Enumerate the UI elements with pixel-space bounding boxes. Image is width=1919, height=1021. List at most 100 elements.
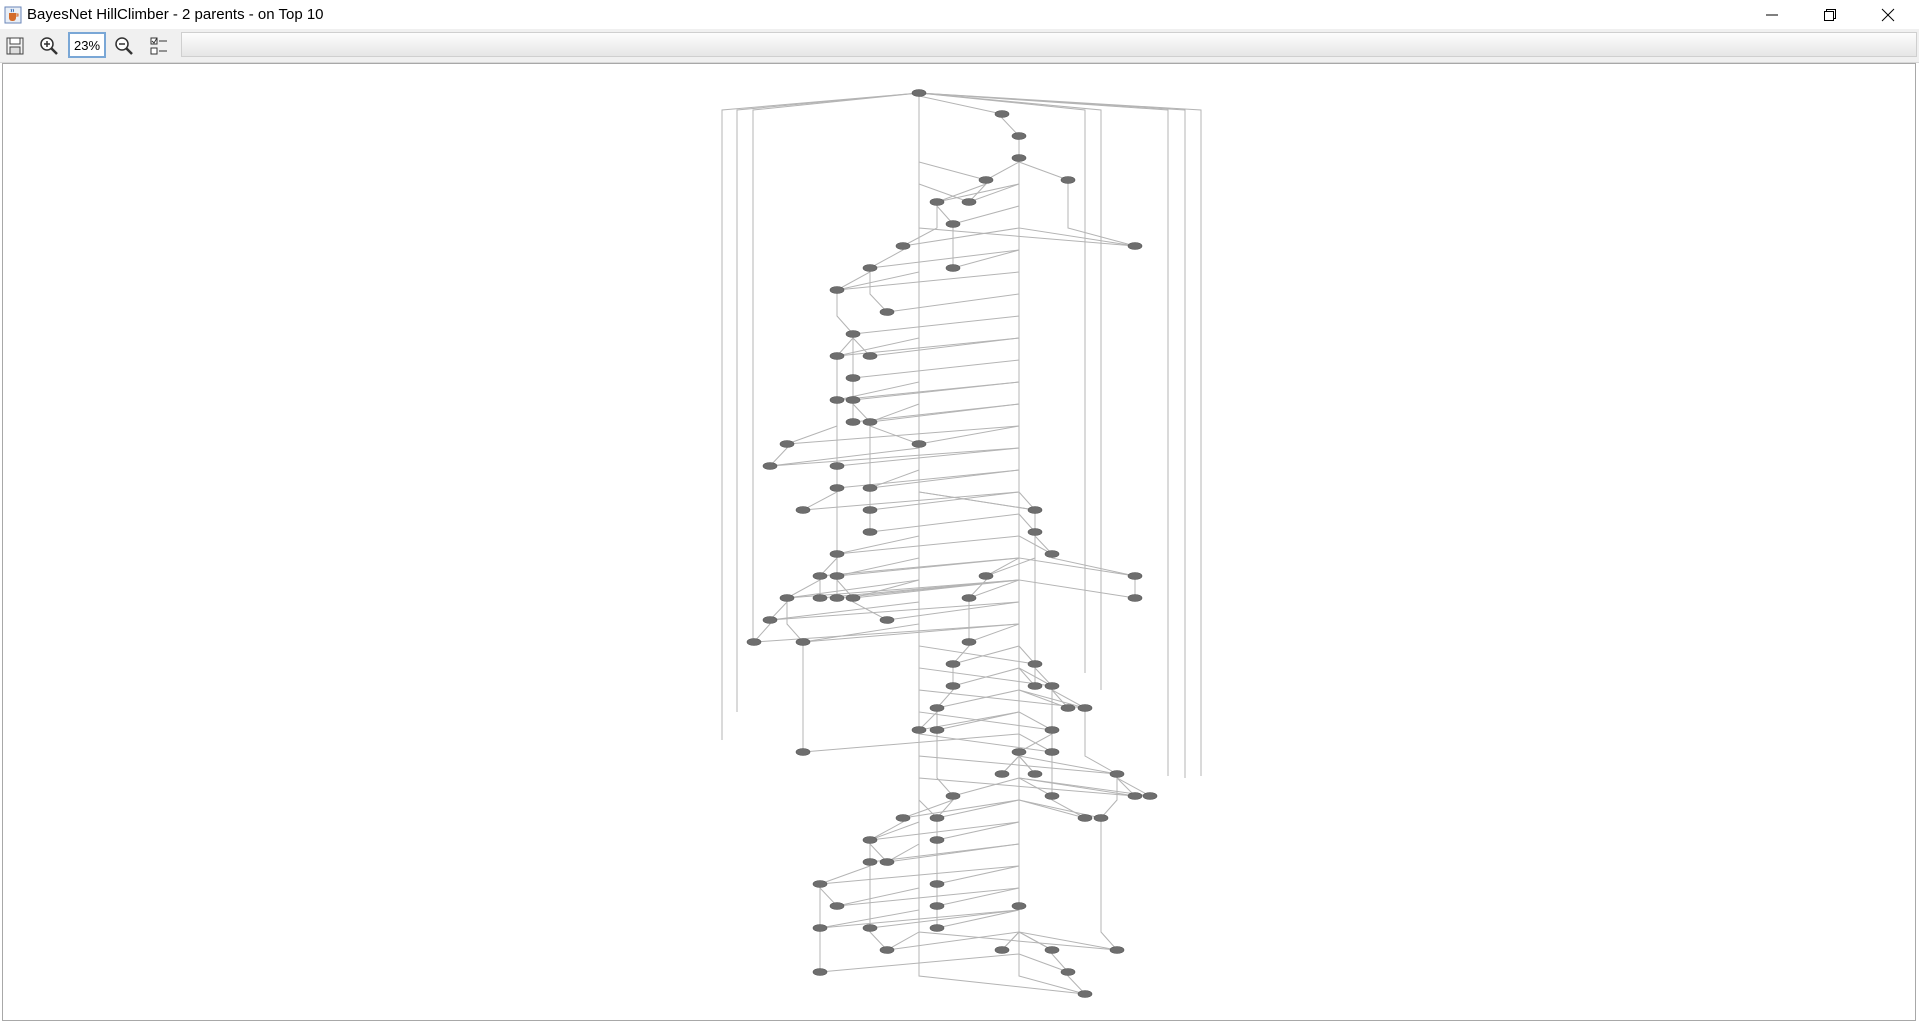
graph-node[interactable] — [762, 616, 778, 624]
graph-node[interactable] — [879, 858, 895, 866]
graph-node[interactable] — [829, 352, 845, 360]
restore-button[interactable] — [1801, 0, 1859, 29]
minimize-button[interactable] — [1743, 0, 1801, 29]
graph-node[interactable] — [795, 506, 811, 514]
graph-node[interactable] — [1011, 902, 1027, 910]
graph-node[interactable] — [762, 462, 778, 470]
graph-node[interactable] — [1044, 792, 1060, 800]
graph-node[interactable] — [945, 682, 961, 690]
graph-node[interactable] — [1027, 528, 1043, 536]
graph-node[interactable] — [1060, 176, 1076, 184]
graph-node[interactable] — [961, 198, 977, 206]
graph-node[interactable] — [1011, 132, 1027, 140]
graph-node[interactable] — [978, 572, 994, 580]
graph-node[interactable] — [845, 418, 861, 426]
graph-node[interactable] — [994, 946, 1010, 954]
graph-node[interactable] — [929, 902, 945, 910]
graph-node[interactable] — [1027, 682, 1043, 690]
graph-node[interactable] — [994, 110, 1010, 118]
graph-node[interactable] — [1027, 770, 1043, 778]
zoom-in-button[interactable] — [36, 33, 62, 59]
graph-node[interactable] — [862, 858, 878, 866]
close-button[interactable] — [1859, 0, 1917, 29]
graph-node[interactable] — [945, 220, 961, 228]
graph-node[interactable] — [929, 814, 945, 822]
graph-node[interactable] — [1044, 550, 1060, 558]
graph-node[interactable] — [795, 638, 811, 646]
graph-node[interactable] — [862, 924, 878, 932]
graph-node[interactable] — [895, 814, 911, 822]
graph-node[interactable] — [1127, 242, 1143, 250]
graph-node[interactable] — [812, 880, 828, 888]
graph-node[interactable] — [1027, 506, 1043, 514]
graph-node[interactable] — [1093, 814, 1109, 822]
graph-node[interactable] — [945, 792, 961, 800]
graph-node[interactable] — [1011, 748, 1027, 756]
graph-node[interactable] — [1044, 946, 1060, 954]
graph-node[interactable] — [978, 176, 994, 184]
graph-node[interactable] — [1027, 660, 1043, 668]
graph-node[interactable] — [779, 440, 795, 448]
graph-canvas[interactable] — [2, 63, 1916, 1021]
graph-node[interactable] — [746, 638, 762, 646]
zoom-level-field[interactable]: 23% — [68, 32, 106, 58]
layout-button[interactable] — [146, 33, 172, 59]
graph-node[interactable] — [845, 396, 861, 404]
graph-node[interactable] — [994, 770, 1010, 778]
graph-node[interactable] — [829, 462, 845, 470]
save-button[interactable] — [2, 33, 28, 59]
graph-node[interactable] — [812, 594, 828, 602]
graph-node[interactable] — [1142, 792, 1158, 800]
graph-node[interactable] — [862, 264, 878, 272]
graph-node[interactable] — [929, 836, 945, 844]
graph-node[interactable] — [895, 242, 911, 250]
graph-node[interactable] — [1109, 770, 1125, 778]
graph-node[interactable] — [961, 594, 977, 602]
graph-node[interactable] — [911, 440, 927, 448]
graph-node[interactable] — [812, 924, 828, 932]
graph-node[interactable] — [961, 638, 977, 646]
graph-node[interactable] — [929, 880, 945, 888]
graph-node[interactable] — [879, 946, 895, 954]
graph-node[interactable] — [929, 198, 945, 206]
bayes-net-graph[interactable] — [3, 64, 1915, 1020]
graph-node[interactable] — [829, 572, 845, 580]
graph-node[interactable] — [1077, 704, 1093, 712]
graph-node[interactable] — [1060, 704, 1076, 712]
graph-node[interactable] — [829, 286, 845, 294]
zoom-out-button[interactable] — [111, 33, 137, 59]
graph-node[interactable] — [779, 594, 795, 602]
graph-node[interactable] — [862, 528, 878, 536]
graph-node[interactable] — [829, 396, 845, 404]
graph-node[interactable] — [879, 616, 895, 624]
graph-node[interactable] — [829, 594, 845, 602]
graph-node[interactable] — [845, 594, 861, 602]
graph-node[interactable] — [1127, 572, 1143, 580]
graph-node[interactable] — [1044, 726, 1060, 734]
graph-node[interactable] — [1127, 594, 1143, 602]
graph-node[interactable] — [829, 902, 845, 910]
graph-node[interactable] — [911, 726, 927, 734]
graph-node[interactable] — [929, 704, 945, 712]
graph-node[interactable] — [862, 836, 878, 844]
graph-node[interactable] — [911, 89, 927, 97]
graph-node[interactable] — [862, 484, 878, 492]
graph-node[interactable] — [829, 550, 845, 558]
graph-node[interactable] — [1060, 968, 1076, 976]
graph-node[interactable] — [1044, 682, 1060, 690]
graph-node[interactable] — [829, 484, 845, 492]
graph-node[interactable] — [795, 748, 811, 756]
graph-node[interactable] — [879, 308, 895, 316]
graph-node[interactable] — [1127, 792, 1143, 800]
graph-node[interactable] — [1077, 814, 1093, 822]
graph-node[interactable] — [812, 572, 828, 580]
graph-node[interactable] — [1011, 154, 1027, 162]
graph-node[interactable] — [845, 330, 861, 338]
graph-node[interactable] — [1044, 748, 1060, 756]
graph-node[interactable] — [929, 924, 945, 932]
graph-node[interactable] — [812, 968, 828, 976]
graph-node[interactable] — [845, 374, 861, 382]
graph-node[interactable] — [929, 726, 945, 734]
graph-node[interactable] — [862, 352, 878, 360]
graph-node[interactable] — [862, 506, 878, 514]
